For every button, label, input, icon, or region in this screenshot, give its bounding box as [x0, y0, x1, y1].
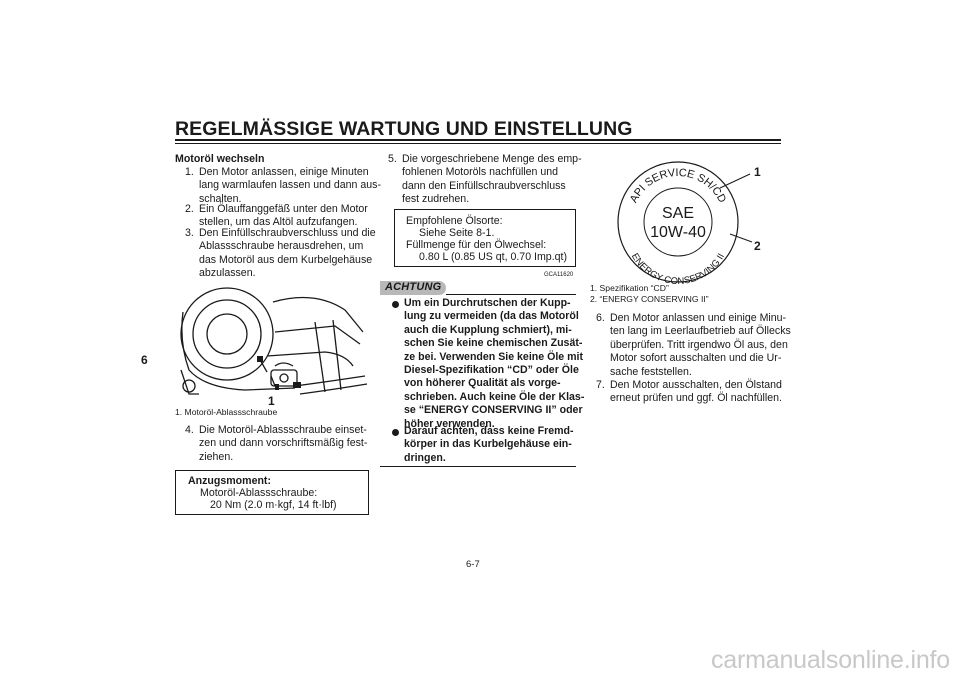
step-text: fest zudrehen. [402, 193, 470, 206]
title-rule-thin [175, 143, 781, 144]
step-number: 2. [185, 203, 194, 215]
step-text: Den Motor anlassen und einige Minu- [610, 312, 787, 324]
step-text: stellen, um das Altöl aufzufangen. [199, 216, 358, 229]
step-text: abzulassen. [199, 267, 256, 280]
step-text: das Motoröl aus dem Kurbelgehäuse [199, 253, 373, 266]
section-heading: Motoröl wechseln [175, 153, 265, 165]
page-number: 6-7 [466, 559, 480, 570]
step-text: zen und dann vorschriftsmäßig fest- [199, 437, 368, 450]
step-text: Den Motor anlassen, einige Minuten [199, 166, 369, 178]
step-text: Den Einfüllschraubverschluss und die [199, 227, 376, 239]
chapter-number: 6 [141, 353, 148, 367]
caution-text: Diesel-Spezifikation “CD” oder Öle [404, 364, 579, 377]
step-text: überprüfen. Tritt irgendwo Öl aus, den [610, 338, 788, 351]
oil-quantity-label: Füllmenge für den Ölwechsel: [406, 239, 547, 251]
caution-text: ze bei. Verwenden Sie keine Öle mit [404, 350, 583, 363]
badge-caption-2: 2. “ENERGY CONSERVING II” [590, 294, 709, 304]
badge-bottom-text: ENERGY CONSERVING II [629, 252, 727, 288]
step-text: Die Motoröl-Ablassschraube einset- [199, 424, 367, 436]
figure-callout-1: 1 [268, 394, 275, 408]
caution-header: ACHTUNG [380, 280, 576, 296]
caution-text: Darauf achten, dass keine Fremd- [404, 425, 574, 437]
api-service-badge: API SERVICE SH/CD ENERGY CONSERVING II S… [617, 161, 761, 288]
oil-quantity-value: 0.80 L (0.85 US qt, 0.70 Imp.qt) [419, 251, 568, 263]
step-number: 4. [185, 424, 194, 436]
torque-title: Anzugsmoment: [188, 475, 271, 487]
page-title: REGELMÄSSIGE WARTUNG UND EINSTELLUNG [175, 118, 633, 140]
caution-text: dringen. [404, 451, 446, 464]
step-text: dann den Einfüllschraubverschluss [402, 179, 566, 192]
caution-text: höher verwenden. [404, 417, 495, 430]
oil-spec-box: Empfohlene Ölsorte: Siehe Seite 8-1. Fül… [394, 209, 576, 267]
badge-sae: SAE [662, 205, 694, 222]
torque-item: Motoröl-Ablassschraube: [200, 487, 318, 499]
bullet-icon [392, 301, 399, 308]
step-text: Den Motor ausschalten, den Ölstand [610, 379, 782, 391]
figure-caption: 1. Motoröl-Ablassschraube [175, 407, 278, 417]
step-number: 1. [185, 166, 194, 178]
bullet-icon [392, 429, 399, 436]
step-number: 6. [596, 312, 605, 324]
caution-text: auch die Kupplung schmiert), mi- [404, 323, 572, 336]
caution-rule [446, 294, 576, 295]
caution-text: se “ENERGY CONSERVING II” oder [404, 404, 583, 417]
step-number: 5. [388, 153, 397, 165]
caution-text: schrieben. Auch keine Öle der Klas- [404, 390, 585, 403]
caution-text: körper in das Kurbelgehäuse ein- [404, 438, 572, 451]
torque-value: 20 Nm (2.0 m·kgf, 14 ft·lbf) [210, 499, 337, 511]
badge-callout-2: 2 [754, 239, 761, 253]
oil-type-label: Empfohlene Ölsorte: [406, 215, 503, 227]
step-text: Ein Ölauffanggefäß unter den Motor [199, 203, 368, 215]
step-text: schalten. [199, 192, 242, 205]
badge-grade: 10W-40 [650, 224, 706, 241]
watermark: carmanualsonline.info [710, 646, 950, 674]
step-text: sache feststellen. [610, 365, 692, 378]
caution-label-bg [380, 281, 446, 295]
caution-text: schen Sie keine chemischen Zusät- [404, 337, 583, 350]
reference-code: GCA11620 [544, 272, 574, 278]
badge-top-text: API SERVICE SH/CD [628, 167, 728, 205]
oil-type-ref: Siehe Seite 8-1. [419, 227, 495, 239]
title-rule [175, 139, 781, 141]
caution-text: von höherer Qualität als vorge- [404, 377, 561, 390]
step-text: Die vorgeschriebene Menge des emp- [402, 153, 582, 165]
step-text: ziehen. [199, 450, 234, 463]
torque-spec-box: Anzugsmoment: Motoröl-Ablassschraube: 20… [175, 470, 369, 515]
step-text: erneut prüfen und ggf. Öl nachfüllen. [610, 392, 782, 405]
step-text: ten lang im Leerlaufbetrieb auf Öllecks [610, 325, 791, 338]
step-number: 7. [596, 379, 605, 391]
caution-bottom-rule [380, 466, 576, 467]
step-text: fohlenen Motoröls nachfüllen und [402, 166, 559, 179]
engine-drain-illustration [180, 287, 368, 395]
badge-callout-1: 1 [754, 165, 761, 179]
step-number: 3. [185, 227, 194, 239]
step-text: lang warmlaufen lassen und dann aus- [199, 179, 381, 192]
caution-text: lung zu vermeiden (da das Motoröl [404, 310, 579, 323]
caution-text: Um ein Durchrutschen der Kupp- [404, 297, 571, 309]
caution-bullet-2: Darauf achten, dass keine Fremd- körper … [404, 425, 584, 465]
step-text: Motor sofort ausschalten und die Ur- [610, 352, 782, 365]
caution-label: ACHTUNG [385, 281, 442, 293]
badge-caption-1: 1. Spezifikation “CD” [590, 283, 669, 293]
caution-bullet-1: Um ein Durchrutschen der Kupp- lung zu v… [404, 297, 584, 431]
step-text: Ablassschraube herausdrehen, um [199, 240, 364, 253]
